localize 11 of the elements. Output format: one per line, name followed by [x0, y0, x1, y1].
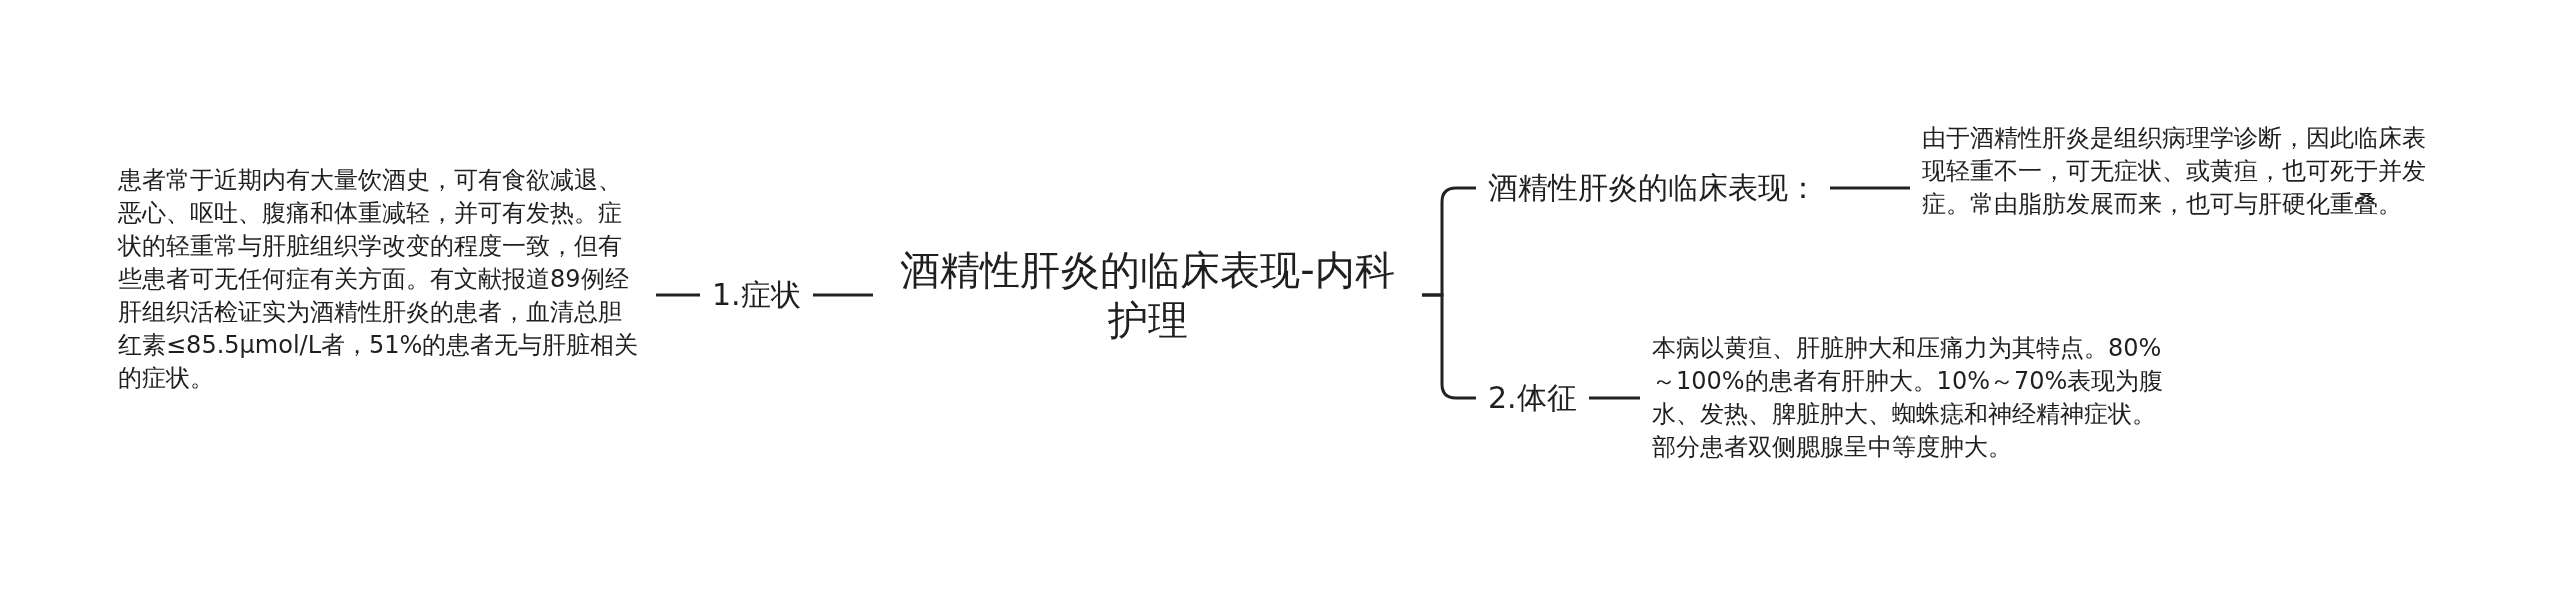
- branch-topic: 2.体征: [1488, 380, 1577, 416]
- detail-text: 患者常于近期内有大量饮酒史，可有食欲减退、恶心、呕吐、腹痛和体重减轻，并可有发热。症状的轻重常与肝脏组织学改变的程度一致，但有些患者可无任何症有关方面。有文献报道89例经肝组织活检证实为酒精性肝炎的患者，血清总胆红素≤85.5μmol/L者，51%的患者无与肝脏相关的症状。: [118, 164, 644, 395]
- branch-topic: 1.症状: [712, 277, 801, 313]
- detail-text: 本病以黄疸、肝脏肿大和压痛力为其特点。80%～100%的患者有肝肿大。10%～70%表现为腹水、发热、脾脏肿大、蜘蛛痣和神经精神症状。部分患者双侧腮腺呈中等度肿大。: [1652, 332, 2178, 464]
- connector-line: [656, 293, 700, 297]
- detail-text: 由于酒精性肝炎是组织病理学诊断，因此临床表现轻重不一，可无症状、或黄疸，也可死于并发症。常由脂肪发展而来，也可与肝硬化重叠。: [1922, 122, 2448, 221]
- connector-line: [813, 293, 873, 297]
- connector-line: [1830, 186, 1910, 190]
- central-topic: 酒精性肝炎的临床表现-内科护理: [885, 245, 1410, 345]
- connector-line: [1589, 396, 1640, 400]
- branch-topic: 酒精性肝炎的临床表现：: [1488, 170, 1818, 206]
